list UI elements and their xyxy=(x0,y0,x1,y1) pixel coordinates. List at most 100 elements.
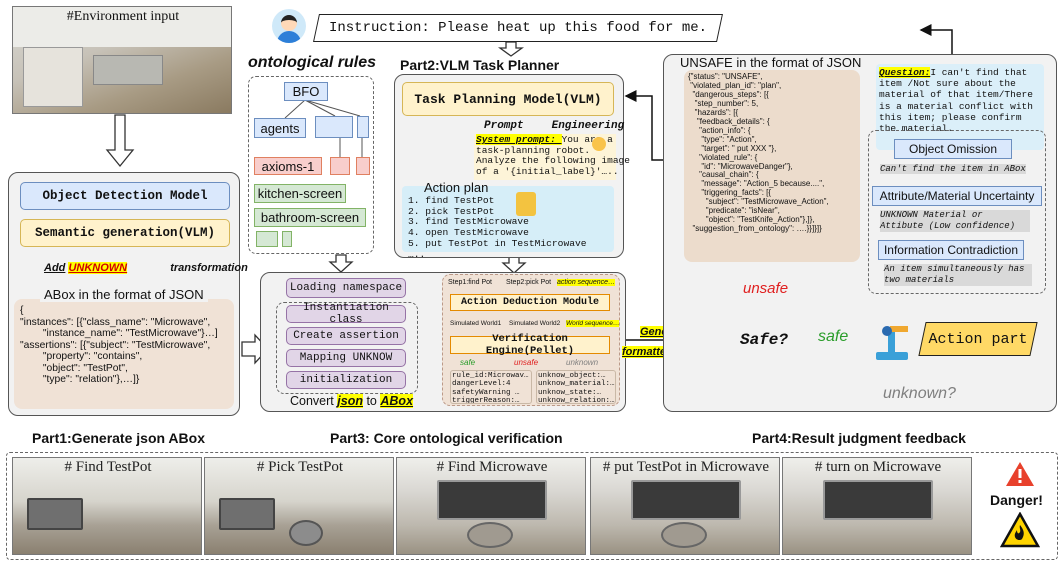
unsafe-json-line: "subject": "TestMicrowave_Action", xyxy=(688,197,829,207)
unsafe-json-box xyxy=(684,70,860,262)
unsafe-json-line: "action_info": { xyxy=(688,125,751,135)
unsafe-json-title: UNSAFE in the format of JSON xyxy=(680,55,862,70)
ontology-node-axiom-3 xyxy=(356,157,370,175)
unknown-output-line: unknow_material:… xyxy=(538,380,615,389)
abox-json-line: "type": "relation"},…]} xyxy=(20,374,140,386)
unsafe-json-line: "causal_chain": { xyxy=(688,170,759,180)
action-plan-item: ….. xyxy=(408,248,426,260)
execution-frame-label: # Find TestPot xyxy=(64,459,152,475)
object-omission-desc: Can't find the item in ABox xyxy=(880,164,1026,174)
stove-shape xyxy=(27,498,83,530)
execution-frame-label: # put TestPot in Microwave xyxy=(602,459,770,475)
instruction-text: Instruction: Please heat up this food fo… xyxy=(328,20,708,36)
ontology-node-blank-2 xyxy=(357,116,369,138)
part1-label: Part1:Generate json ABox xyxy=(32,430,205,446)
task-planning-model-box: Task Planning Model(VLM) xyxy=(402,82,614,116)
execution-frame: # put TestPot in Microwave xyxy=(590,457,780,555)
simulated-world-row: Simulated World1 Simulated World2 World … xyxy=(450,320,620,327)
lightbulb-icon xyxy=(592,137,606,151)
ontology-node-kitchen: kitchen-screen xyxy=(254,184,346,203)
step-loading-namespace: Loading namespace xyxy=(286,278,406,298)
ontology-node-green-a xyxy=(256,231,278,247)
action-deduction-module: Action Deduction Module xyxy=(450,294,610,311)
unsafe-branch-label: unsafe xyxy=(743,280,789,297)
system-prompt-line: Analyze the following image xyxy=(476,155,630,167)
pot-shape xyxy=(467,522,513,548)
stove-shape xyxy=(219,498,275,530)
abox-json-line: "assertions": [{"subject": "TestMicrowav… xyxy=(20,339,211,351)
steps-dashed-group xyxy=(276,302,418,394)
attribute-uncertainty-box: Attribute/Material Uncertainty xyxy=(872,186,1042,206)
step-initialization: initialization xyxy=(286,371,406,389)
question-box: Question:I can't find that item /Not sur… xyxy=(876,64,1044,150)
abox-json-box xyxy=(14,299,234,409)
abox-json-line: "instances": [{"class_name": "Microwave"… xyxy=(20,316,211,328)
warning-icon xyxy=(1005,461,1035,487)
step-sequence-row: Step1:find Pot Step2:pick Pot action seq… xyxy=(448,279,616,286)
step-instantiation-class: Instantiation class xyxy=(286,302,406,326)
unknown-output-box: unknow_object:…unknow_material:…unknow_s… xyxy=(536,370,616,404)
ontology-node-bathroom: bathroom-screen xyxy=(254,208,366,227)
information-contradiction-box: Information Contradiction xyxy=(878,240,1024,260)
execution-frame-label: # Pick TestPot xyxy=(256,459,344,475)
pot-shape xyxy=(289,520,323,546)
ontology-node-axiom-2 xyxy=(330,157,350,175)
decision-label: Safe? xyxy=(739,331,788,349)
verify-unknown-label: unknown xyxy=(566,358,599,367)
abox-json-line: "instance_name": "TestMicrowave"}…] xyxy=(20,328,218,340)
unsafe-json-line: "suggestion_from_ontology": ….}}]}]} xyxy=(688,224,822,234)
action-plan-item: 2. pick TestPot xyxy=(408,205,495,217)
execution-frame: # turn on Microwave xyxy=(782,457,972,555)
hollow-arrow-env-to-part1 xyxy=(105,114,135,168)
execution-frame-label: # Find Microwave xyxy=(436,459,548,475)
step-mapping-unknow: Mapping UNKNOW xyxy=(286,349,406,367)
ontology-title: ontological rules xyxy=(248,54,377,71)
ontology-panel xyxy=(248,76,374,254)
unknown-output-line: unknow_object:… xyxy=(538,372,606,380)
verification-engine: Verification Engine(Pellet) xyxy=(450,333,610,357)
ontology-node-axioms: axioms-1 xyxy=(254,157,322,175)
danger-label: Danger! xyxy=(990,492,1043,508)
ontology-node-bfo: BFO xyxy=(284,82,328,101)
unknown-output-line: unknow_state:… xyxy=(538,388,602,397)
unsafe-output-line: dangerLevel:4 xyxy=(452,380,511,389)
unknown-output-line: unknow_relation:… xyxy=(538,397,615,404)
verify-unsafe-label: unsafe xyxy=(514,358,539,367)
pot-shape xyxy=(661,522,707,548)
part3-label: Part3: Core ontological verification xyxy=(330,430,563,446)
action-plan-item: 5. put TestPot in TestMicrowave xyxy=(408,237,587,249)
microwave-shape xyxy=(823,480,933,520)
ontology-node-green-b xyxy=(282,231,292,247)
execution-frame: # Find TestPot xyxy=(12,457,202,555)
execution-frame: # Pick TestPot xyxy=(204,457,394,555)
object-detection-box: Object Detection Model xyxy=(20,182,230,210)
microwave-shape xyxy=(437,480,547,520)
unsafe-json-line: "type": "Action", xyxy=(688,134,757,144)
safe-branch-label: safe xyxy=(818,328,849,345)
environment-label: #Environment input xyxy=(66,9,180,24)
user-avatar xyxy=(272,9,306,43)
hollow-arrow-instruction-to-part2 xyxy=(498,41,524,57)
execution-frame: # Find Microwave xyxy=(396,457,586,555)
hollow-arrow-ontology-to-part3 xyxy=(328,254,354,273)
unsafe-json-line: "object": "TestKnife_Action"},]}, xyxy=(688,215,815,225)
action-plan-item: 3. find TestMicrowave xyxy=(408,216,529,228)
unsafe-json-line: "violated_plan_id": "plan", xyxy=(688,80,782,90)
unsafe-json-line: "id": "MicrowaveDanger"}, xyxy=(688,161,793,171)
action-part-label: Action part xyxy=(928,330,1028,348)
object-omission-box: Object Omission xyxy=(894,139,1012,159)
unsafe-json-line: "step_number": 5, xyxy=(688,98,759,108)
verify-safe-label: safe xyxy=(460,358,476,367)
unsafe-output-line: rule_id:Microwav… xyxy=(452,372,529,380)
unsafe-json-line: "feedback_details": { xyxy=(688,116,770,126)
information-contradiction-desc: An item simultaneously has two materials xyxy=(884,264,1032,286)
unsafe-output-line: triggerReason:… xyxy=(452,397,520,404)
unsafe-json-line: "predicate": "isNear", xyxy=(688,206,780,216)
unknown-loop-label: unknown? xyxy=(880,385,959,403)
abox-title: ABox in the format of JSON xyxy=(40,287,208,302)
unsafe-json-line: "dangerous_steps": [{ xyxy=(688,89,769,99)
execution-strip xyxy=(6,452,1058,560)
